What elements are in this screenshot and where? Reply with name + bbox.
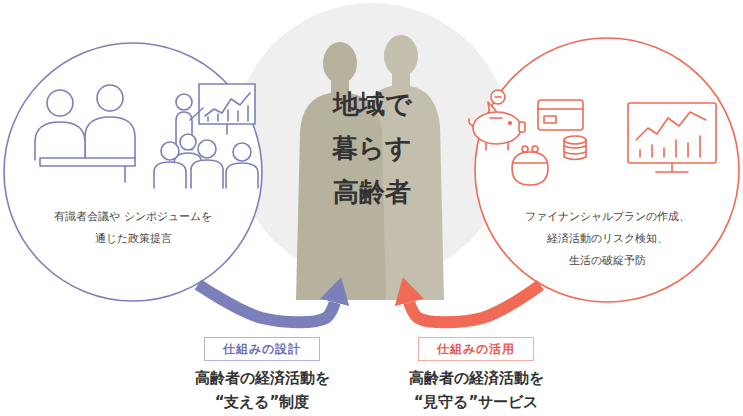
policy-circle-shape (4, 43, 262, 301)
finance-icons-stroke (544, 116, 556, 123)
presentation-icon-stroke (226, 124, 228, 134)
monitor-icon-stroke (628, 103, 716, 163)
presentation-icon-stroke (199, 84, 255, 124)
meeting-icon (35, 85, 135, 182)
meeting-icon-stroke (35, 122, 85, 160)
use-tag: 仕組みの活用 (418, 337, 534, 361)
audience-icon-stroke (161, 142, 179, 160)
node-text: 地域で 暮らす 高齢者 (322, 82, 422, 214)
caption-text: 高齢者の経済活動を “見守る”サービス (384, 366, 568, 414)
audience-icon-stroke (154, 162, 186, 188)
finance-icons-stroke (469, 118, 508, 150)
audience-icon-stroke (180, 134, 196, 150)
presentation-icon-stroke (190, 108, 203, 120)
finance-icons-stroke (519, 122, 525, 132)
policy-circle: 有識者会議や シンポジュームを 通じた政策提言 (3, 42, 263, 302)
silhouette-left-stroke (331, 79, 349, 97)
audience-icon-stroke (191, 160, 223, 188)
monitor-icon-stroke (640, 136, 700, 157)
elderly-circle: 地域で 暮らす 高齢者 (232, 2, 512, 282)
tag-text: 仕組みの設計 (223, 340, 301, 358)
meeting-icon-stroke (47, 90, 73, 116)
audience-icon-stroke (233, 143, 251, 161)
node-text: 有識者会議や シンポジュームを 通じた政策提言 (53, 206, 213, 250)
monitor-icon-stroke (656, 163, 688, 172)
service-circle-shape (475, 38, 739, 302)
audience-icon-stroke (226, 163, 258, 188)
finance-icons-stroke (491, 90, 505, 104)
finance-icons-stroke (538, 108, 583, 110)
caption-holder: 高齢者の経済活動を “支える”制度 (170, 366, 354, 414)
finance-icons-stroke (488, 102, 496, 111)
finance-icons-stroke (538, 100, 583, 130)
finance-icons-stroke (509, 122, 512, 125)
finance-icons-stroke (532, 146, 538, 152)
audience-icon-stroke (198, 140, 216, 158)
node-text: ファイナンシャルプランの作成、 経済活動のリスク検知、 生活の破綻予防 (509, 206, 705, 272)
presentation-icon-stroke (176, 94, 192, 110)
caption-text: 高齢者の経済活動を “支える”制度 (170, 366, 354, 414)
finance-icons (469, 90, 586, 185)
silhouette-left (296, 42, 386, 300)
tag-text: 仕組みの活用 (437, 340, 515, 358)
curved-arrow (198, 285, 335, 323)
meeting-icon-stroke (97, 85, 123, 111)
silhouette-left-stroke (296, 93, 386, 300)
finance-icons-stroke (513, 162, 547, 164)
policy-circle-outline (3, 42, 263, 302)
presentation-icon-stroke (208, 106, 248, 121)
monitor-icon-stroke (636, 112, 706, 140)
finance-icons-stroke (522, 146, 528, 152)
monitor-icon (628, 103, 716, 172)
meeting-icon-stroke (85, 117, 135, 158)
finance-icons-stroke (473, 112, 521, 144)
silhouette-right-stroke (384, 35, 418, 77)
design-tag: 仕組みの設計 (204, 337, 320, 361)
finance-icons-stroke (564, 146, 586, 154)
meeting-icon-stroke (40, 158, 135, 166)
caption-holder: 高齢者の経済活動を “見守る”サービス (384, 366, 568, 414)
presentation-icon (176, 84, 255, 150)
finance-icons-stroke (495, 96, 501, 98)
silhouette-left-stroke (323, 42, 357, 84)
audience-icon (154, 134, 258, 188)
curved-arrow (409, 285, 540, 322)
finance-icons-stroke (512, 152, 548, 185)
finance-icons-stroke (564, 136, 586, 144)
meeting-icon-stroke (124, 166, 126, 182)
